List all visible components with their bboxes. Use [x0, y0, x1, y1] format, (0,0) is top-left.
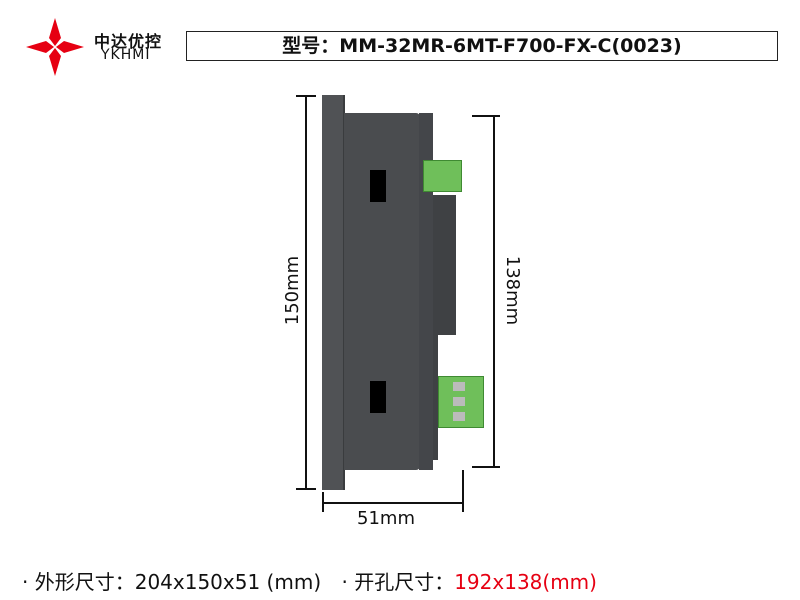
spec-line: · 外形尺寸：204x150x51 (mm) · 开孔尺寸：192x138(mm…: [22, 566, 597, 595]
clip-slot-top: [370, 170, 386, 202]
logo-icon: [26, 18, 84, 76]
brand-name-en: YKHMI: [101, 47, 151, 63]
front-bezel: [322, 95, 345, 490]
housing: [344, 113, 420, 470]
model-title: 型号：MM-32MR-6MT-F700-FX-C(0023): [186, 31, 778, 61]
depth-label: 51mm: [357, 508, 415, 529]
outer-size-label: · 外形尺寸：: [22, 570, 135, 594]
height-dimension-line: [305, 96, 307, 488]
clip-slot-bottom: [370, 381, 386, 413]
cutout-size-label: · 开孔尺寸：: [341, 570, 455, 594]
outer-size-value: 204x150x51 (mm): [134, 570, 322, 594]
terminal-connector-bottom: [438, 376, 484, 428]
brand-name-cn: 中达优控: [94, 32, 163, 51]
rear-module: [433, 195, 456, 335]
cutout-dimension-line: [493, 116, 495, 467]
depth-dimension-line: [323, 502, 463, 504]
cutout-size-value: 192x138(mm): [454, 570, 597, 594]
cutout-height-label: 138mm: [502, 255, 524, 326]
terminal-connector-top: [423, 160, 462, 192]
height-label: 150mm: [282, 255, 304, 326]
housing-rear: [419, 113, 433, 470]
